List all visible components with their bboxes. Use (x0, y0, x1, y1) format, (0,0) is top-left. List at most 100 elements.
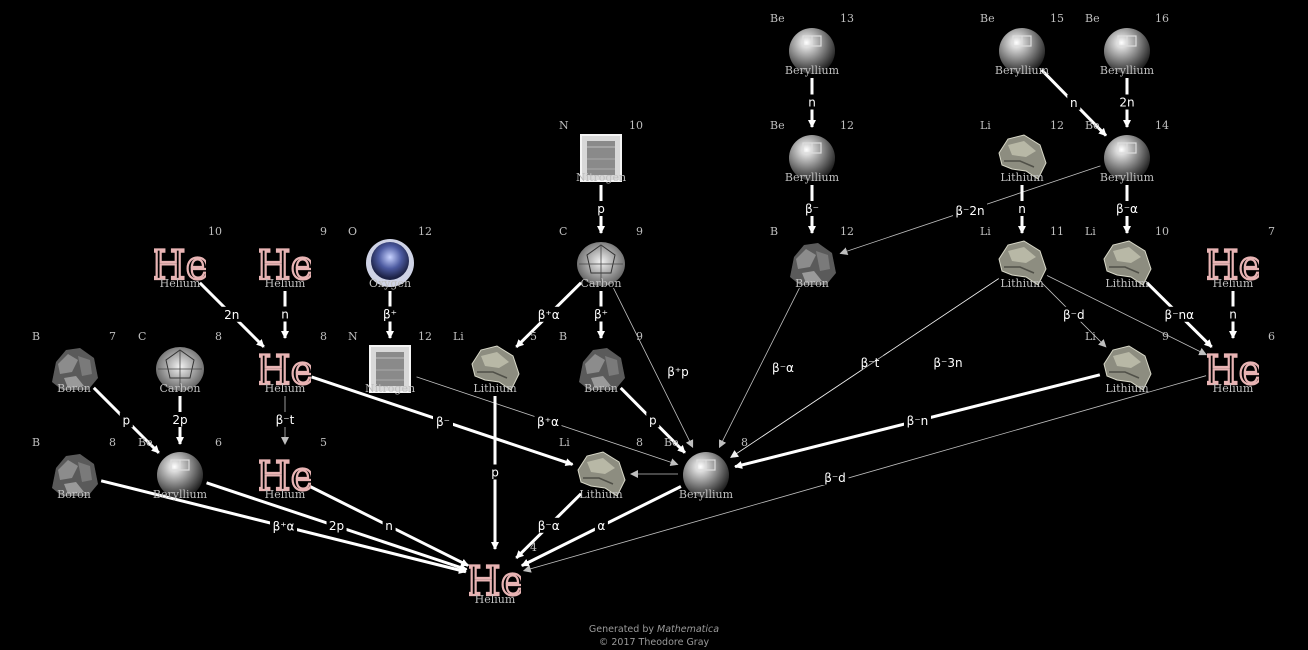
edge-label-background (535, 517, 563, 533)
edge-label: p (597, 202, 605, 216)
edge-label-background (1060, 306, 1088, 322)
element-name: Lithium (473, 382, 517, 395)
element-name: Carbon (580, 277, 622, 290)
element-symbol: Li (1085, 330, 1096, 343)
edge-label-background (1117, 94, 1137, 110)
mass-number: 15 (1050, 12, 1064, 25)
edge-label: p (649, 413, 657, 427)
element-name: Helium (264, 277, 306, 290)
edge-label: β⁻nα (1165, 308, 1195, 322)
edge-label: β⁻2n (955, 204, 984, 218)
mass-number: 12 (418, 225, 432, 238)
beryllium-sphere-icon (996, 24, 1048, 76)
svg-text:He: He (259, 348, 311, 394)
edge-label-background (278, 306, 292, 322)
decay-edge-Li11-He6 (1046, 275, 1208, 356)
edge-label-background (646, 412, 660, 428)
element-symbol: N (559, 119, 569, 132)
mass-number: 11 (1050, 225, 1064, 238)
helium-glyph-icon: He (465, 553, 526, 606)
edge-label-background (1067, 94, 1081, 110)
helium-glyph-icon: He (1203, 237, 1264, 290)
lithium-rock-icon (996, 131, 1048, 183)
edge-label-background (591, 306, 611, 322)
element-name: Lithium (1105, 382, 1149, 395)
edge-label-background (594, 201, 608, 216)
element-name: Beryllium (784, 171, 840, 184)
mass-number: 7 (109, 330, 116, 343)
svg-text:He: He (259, 454, 311, 500)
mass-number: 6 (215, 436, 222, 449)
element-name: Helium (1212, 277, 1254, 290)
svg-text:He: He (1207, 243, 1259, 289)
element-symbol: Be (1085, 12, 1100, 25)
element-symbol: B (559, 330, 568, 343)
element-symbol: Li (980, 225, 991, 238)
element-symbol: Li (559, 436, 570, 449)
edge-label: β⁺α (273, 519, 295, 533)
edge-label: β⁺ (594, 308, 608, 322)
element-symbol: Be (1085, 119, 1100, 132)
element-name: Boron (57, 382, 91, 395)
edge-label: β⁻t (861, 356, 880, 370)
beryllium-sphere-icon (786, 131, 838, 183)
element-name: Beryllium (152, 488, 208, 501)
mass-number: 12 (840, 225, 854, 238)
boron-rock-icon (48, 342, 100, 394)
mass-number: 9 (636, 225, 643, 238)
mass-number: 4 (530, 541, 537, 554)
element-symbol: B (32, 330, 41, 343)
edge-label-background (664, 364, 692, 379)
mass-number: 8 (215, 330, 222, 343)
mass-number: 9 (1162, 330, 1169, 343)
mass-number: 5 (320, 436, 327, 449)
mass-number: 10 (208, 225, 222, 238)
decay-edge-C9-Be8 (613, 287, 694, 449)
edge-label: n (1070, 96, 1078, 110)
element-name: Helium (1212, 382, 1254, 395)
mass-number: 8 (741, 436, 748, 449)
edge-label: β⁺α (538, 308, 560, 322)
helium-glyph-icon: He (255, 237, 316, 290)
edge-label-background (270, 518, 298, 534)
credit-line-2: © 2017 Theodore Gray (598, 637, 710, 648)
mass-number: 10 (629, 119, 643, 132)
mass-number: 7 (1268, 225, 1275, 238)
lithium-rock-icon (1101, 342, 1153, 394)
edge-label-background (1162, 306, 1197, 322)
element-name: Beryllium (994, 64, 1050, 77)
mass-number: 8 (320, 330, 327, 343)
element-symbol: O (348, 225, 358, 238)
boron-rock-icon (786, 237, 838, 289)
helium-glyph-icon: He (255, 342, 316, 395)
edge-label: 2n (224, 308, 239, 322)
edge-label: n (808, 96, 816, 110)
element-name: Lithium (1000, 171, 1044, 184)
edge-label-background (856, 355, 884, 370)
svg-text:He: He (1207, 348, 1259, 394)
edge-label-background (953, 203, 987, 218)
edge-label-background (326, 518, 347, 534)
element-symbol: Be (138, 436, 153, 449)
element-name: Beryllium (678, 488, 734, 501)
helium-glyph-icon: He (255, 448, 316, 501)
edge-label-background (380, 306, 400, 322)
edge-label: 2p (172, 413, 187, 427)
